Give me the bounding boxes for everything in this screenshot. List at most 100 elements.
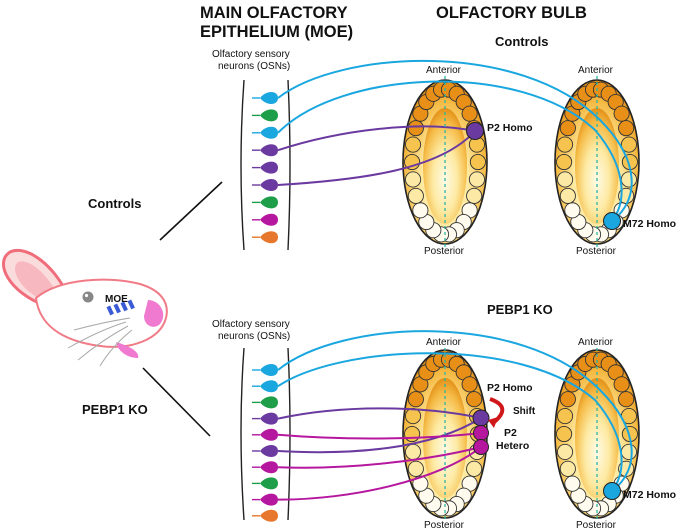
ko-axon-purple-2 [277,417,482,454]
moe-header-line2: EPITHELIUM (MOE) [200,23,353,41]
ko-bulb1-glomerulus-cell [404,425,421,443]
ko-osn-label-line1: Olfactory sensory [212,319,290,330]
controls-bulb1-glomerulus-cell [469,153,486,171]
ko-bulb1-glomerulus-cell [407,391,424,408]
bulb-header: OLFACTORY BULB [436,4,587,22]
shift-arrow-icon [488,397,505,428]
controls-bulb1-posterior: Posterior [424,246,465,257]
controls-epithelium [240,79,291,251]
ko-side-label: PEBP1 KO [82,402,148,417]
ko-axon-magenta-2 [277,446,482,469]
controls-bulb2-glomerulus-cell [613,105,630,122]
ko-bulb2-glomerulus-cell [556,425,573,443]
ko-axon-blue-2 [277,352,623,492]
ko-osn-neuron [252,461,278,474]
bulb-midlines [444,76,598,522]
ko-pointer-line [142,367,211,437]
ko-bulb2-glomerulus-cell [559,460,576,477]
moe-header-line1: MAIN OLFACTORY [200,4,348,22]
controls-osn-neuron [252,144,278,157]
ko-bulb2-glomerulus-cell [557,443,574,460]
controls-osn-label-line1: Olfactory sensory [212,49,290,60]
ko-p2-hetero-label-line2: Hetero [496,440,529,452]
ko-bulb2-glomerulus-cell [618,391,635,408]
ko-bulb1-glomerulus-cell [407,460,424,477]
ko-bulb2-glomerulus-cell [613,376,630,393]
ko-osn-neuron [252,380,278,393]
ko-osn-neuron [252,493,278,506]
ko-bulb1-anterior: Anterior [426,337,462,348]
controls-osn-neuron [252,213,278,226]
axon-projections [277,60,633,501]
controls-pointer-line [159,181,223,241]
ko-bulb1-glomerulus-cell [412,475,429,492]
ko-bulb2-glomerulus-cell [559,391,576,408]
osn-neurons [252,92,278,522]
ko-osn-neuron [252,412,278,425]
controls-p2-glomerulus [466,122,484,140]
controls-osn-neuron [252,161,278,174]
controls-bulb2-glomerulus-cell [559,187,576,204]
controls-bulb1-glomerulus-cell [405,171,422,188]
controls-side-label: Controls [88,196,141,211]
ko-osn-neuron [252,364,278,376]
ko-bulb1-glomerulus-cell [466,460,483,477]
mouse-moe-label: MOE [105,294,128,305]
controls-axon-purple-1 [277,125,476,152]
controls-bulb2-glomerulus-cell [556,153,573,171]
controls-osn-neuron [252,196,278,209]
controls-axon-blue-2 [277,80,623,222]
controls-bulb2-glomerulus-cell [618,120,635,137]
ko-p2-hetero-glomerulus-1 [473,425,489,441]
ko-bulb2-glomerulus-cell [620,443,637,460]
ko-axon-blue-1 [277,330,633,492]
controls-axon-blue-1 [277,60,633,222]
ko-panel-title: PEBP1 KO [487,302,553,317]
controls-bulb2-glomerulus-cell [620,136,637,153]
controls-osn-neuron [252,126,278,139]
ko-axon-purple-1 [277,407,482,420]
controls-bulb1-glomerulus-cell [468,171,485,188]
controls-bulb2-glomerulus-cell [557,136,574,153]
controls-bulb1-glomerulus-cell [407,187,424,204]
controls-bulb2-glomerulus-cell [620,171,637,188]
controls-bulb1-anterior: Anterior [426,65,462,76]
ko-bulb1-posterior: Posterior [424,520,465,531]
ko-bulb2-glomerulus-cell [564,475,581,492]
controls-osn-neuron [252,109,278,122]
controls-bulb1-glomerulus-cell [461,105,478,122]
controls-p2-homo-label: P2 Homo [487,122,533,134]
controls-axon-purple-2 [277,130,476,186]
controls-osn-neuron [252,92,278,104]
ko-osn-neuron [252,396,278,409]
ko-m72-homo-label: M72 Homo [623,489,676,501]
mouse-head-illustration [2,249,168,367]
ko-bulb1-glomerulus-cell [405,408,422,425]
ko-bulb1-glomerulus-cell [461,376,478,393]
controls-bulb1-glomerulus-cell [466,187,483,204]
controls-bulb2-glomerulus-cell [564,202,581,219]
ko-shift-label: Shift [513,406,536,417]
ko-p2-homo-glomerulus [472,409,490,427]
ko-bulb2-anterior: Anterior [578,337,614,348]
controls-bulb2-anterior: Anterior [578,65,614,76]
controls-m72-glomerulus [603,212,621,230]
ko-osn-neuron [252,445,278,457]
ko-osn-neuron [252,477,278,490]
controls-bulb1-glomerulus-cell [407,120,424,137]
ko-osn-neuron [252,509,278,522]
controls-osn-label-line2: neurons (OSNs) [218,61,290,72]
controls-m72-homo-label: M72 Homo [623,218,676,230]
controls-bulb2-glomerulus-cell [557,171,574,188]
ko-osn-label-line2: neurons (OSNs) [218,331,290,342]
controls-bulb1-glomerulus-cell [405,136,422,153]
ko-bulb1-glomerulus-cell [405,443,422,460]
ko-osn-neuron [252,428,278,441]
ko-p2-hetero-label-line1: P2 [504,427,517,439]
controls-panel-title: Controls [495,34,548,49]
controls-osn-neuron [252,231,278,244]
ko-p2-homo-label: P2 Homo [487,382,533,394]
ko-bulb1-glomerulus-cell [466,391,483,408]
ko-bulb2-posterior: Posterior [576,520,617,531]
